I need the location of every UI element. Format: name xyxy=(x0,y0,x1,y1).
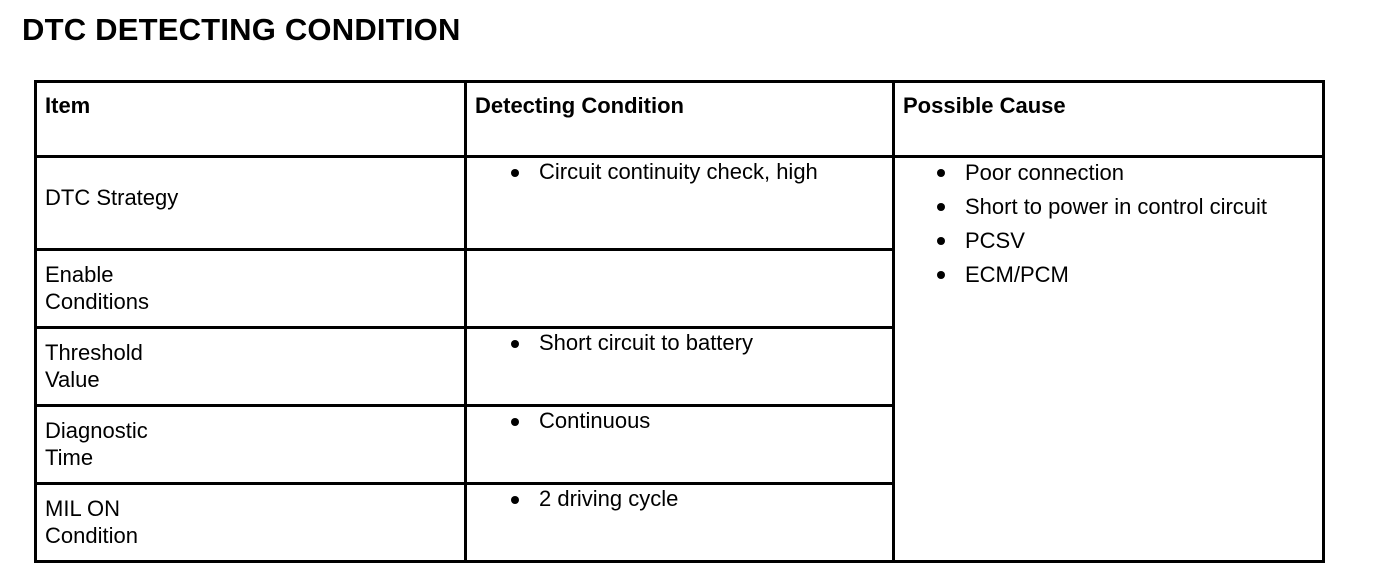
list-item: 2 driving cycle xyxy=(511,485,892,513)
table-row: Diagnostic Time Continuous xyxy=(34,404,1324,485)
dtc-table-container: Item Detecting Condition Possible Cause … xyxy=(34,80,1325,563)
condition-bullet-list: Circuit continuity check, high xyxy=(467,158,892,186)
item-label: MIL ON Condition xyxy=(45,496,138,548)
list-item: Short circuit to battery xyxy=(511,329,892,357)
condition-bullet-list: 2 driving cycle xyxy=(467,485,892,513)
cell-item-diagnostic-time: Diagnostic Time xyxy=(34,404,467,485)
item-label: Enable Conditions xyxy=(45,262,149,314)
item-label: Threshold Value xyxy=(45,340,143,392)
column-header-item: Item xyxy=(34,80,467,158)
table-row: Enable Conditions xyxy=(34,248,1324,329)
cell-condition-diagnostic-time: Continuous xyxy=(464,404,895,485)
table-row: DTC Strategy Circuit continuity check, h… xyxy=(34,155,1325,563)
item-label: Diagnostic Time xyxy=(45,418,148,470)
column-header-item-label: Item xyxy=(45,93,91,118)
table-row: MIL ON Condition 2 driving cycle xyxy=(34,482,1324,563)
cell-item-dtc-strategy: DTC Strategy xyxy=(34,155,467,251)
list-item: Short to power in control circuit xyxy=(937,192,1322,221)
list-item: Poor connection xyxy=(937,158,1322,187)
page-title: DTC DETECTING CONDITION xyxy=(22,12,461,47)
cell-condition-enable-conditions xyxy=(464,248,895,329)
column-header-detecting-condition: Detecting Condition xyxy=(464,80,895,158)
list-item: Circuit continuity check, high xyxy=(511,158,892,186)
table-header-row: Item Detecting Condition Possible Cause xyxy=(34,80,1325,158)
dtc-detecting-condition-table: Item Detecting Condition Possible Cause … xyxy=(34,80,1325,563)
possible-cause-bullet-list: Poor connection Short to power in contro… xyxy=(895,158,1322,289)
list-item: ECM/PCM xyxy=(937,260,1322,289)
cell-condition-dtc-strategy: Circuit continuity check, high xyxy=(464,155,895,251)
cell-condition-threshold-value: Short circuit to battery xyxy=(464,326,895,407)
table-row: Threshold Value Short circuit to battery xyxy=(34,326,1324,407)
list-item: PCSV xyxy=(937,226,1322,255)
cell-condition-mil-on-condition: 2 driving cycle xyxy=(464,482,895,563)
item-label: DTC Strategy xyxy=(45,185,179,210)
cell-item-threshold-value: Threshold Value xyxy=(34,326,467,407)
column-header-possible-cause-label: Possible Cause xyxy=(903,93,1066,118)
column-header-possible-cause: Possible Cause xyxy=(892,80,1325,158)
column-header-detecting-condition-label: Detecting Condition xyxy=(475,93,684,118)
condition-bullet-list: Continuous xyxy=(467,407,892,435)
condition-bullet-list: Short circuit to battery xyxy=(467,329,892,357)
cell-item-enable-conditions: Enable Conditions xyxy=(34,248,467,329)
cell-possible-cause: Poor connection Short to power in contro… xyxy=(892,155,1325,563)
cell-item-mil-on-condition: MIL ON Condition xyxy=(34,482,467,563)
list-item: Continuous xyxy=(511,407,892,435)
